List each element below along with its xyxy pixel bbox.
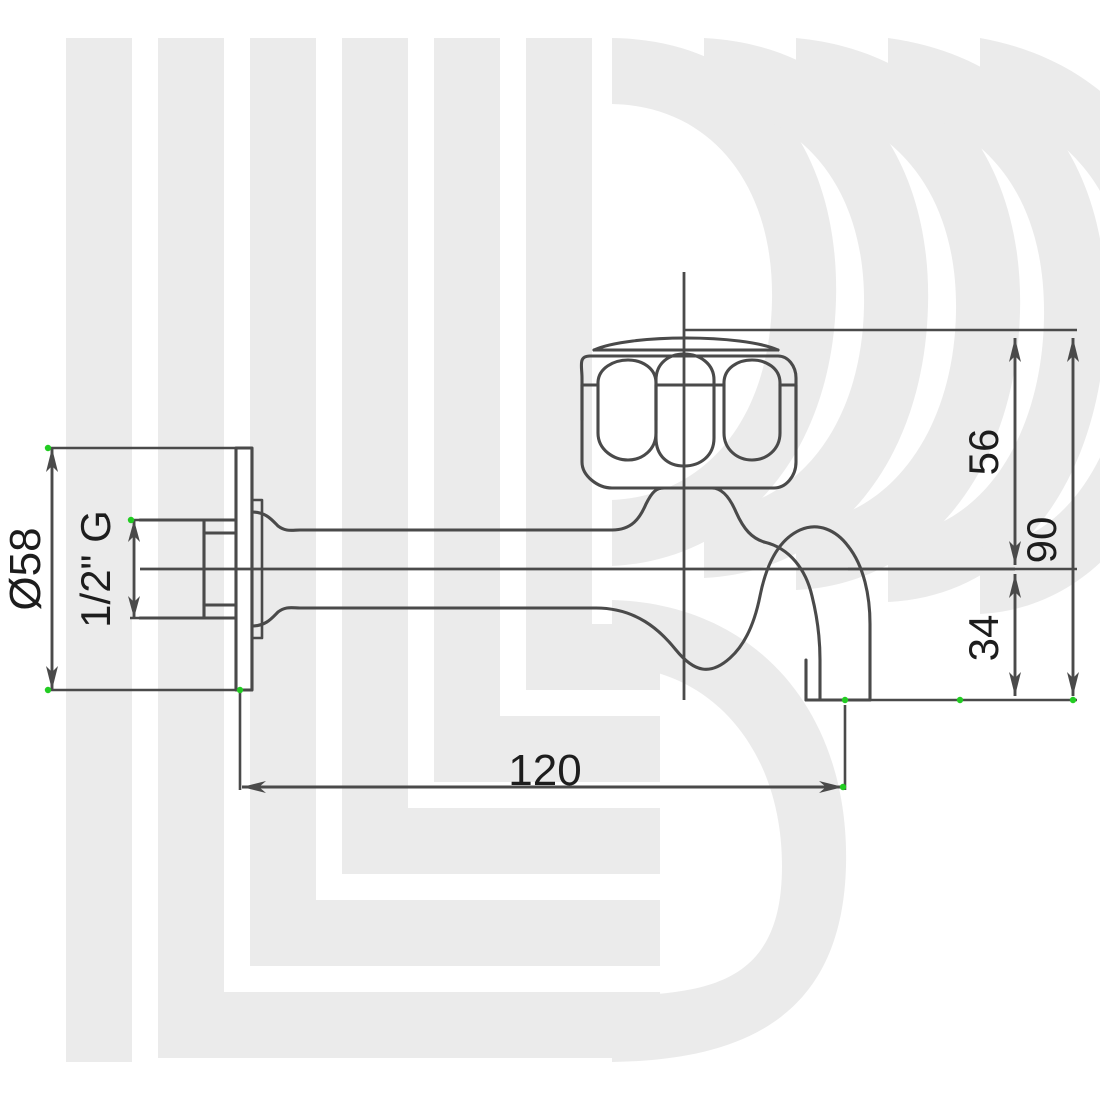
endpoint-marker [44, 444, 52, 452]
endpoint-marker [956, 696, 964, 704]
dimension-label-height-lower: 34 [960, 615, 1007, 662]
endpoint-marker [841, 696, 849, 704]
endpoint-marker [1069, 696, 1077, 704]
dimension-label-projection: 120 [508, 746, 581, 795]
dimension-label-flange-diameter: Ø58 [1, 527, 50, 610]
dimension-label-height-total: 90 [1018, 517, 1065, 564]
dimension-height-lower[interactable]: 34 [848, 574, 1077, 704]
endpoint-marker [127, 516, 135, 524]
dimension-inlet-thread[interactable]: 1/2" G [72, 510, 206, 628]
dimension-projection[interactable]: 120 [236, 686, 849, 795]
dimension-height-total[interactable]: 90 [1018, 338, 1079, 704]
watermark-strokes [66, 38, 1100, 1062]
endpoint-marker [44, 686, 52, 694]
dimension-label-height-upper: 56 [960, 429, 1007, 476]
endpoint-marker [236, 686, 244, 694]
dimension-flange-diameter[interactable]: Ø58 [1, 444, 250, 694]
dimension-label-inlet-thread: 1/2" G [72, 510, 119, 628]
faucet-barrel [250, 510, 614, 628]
endpoint-marker [839, 783, 847, 791]
